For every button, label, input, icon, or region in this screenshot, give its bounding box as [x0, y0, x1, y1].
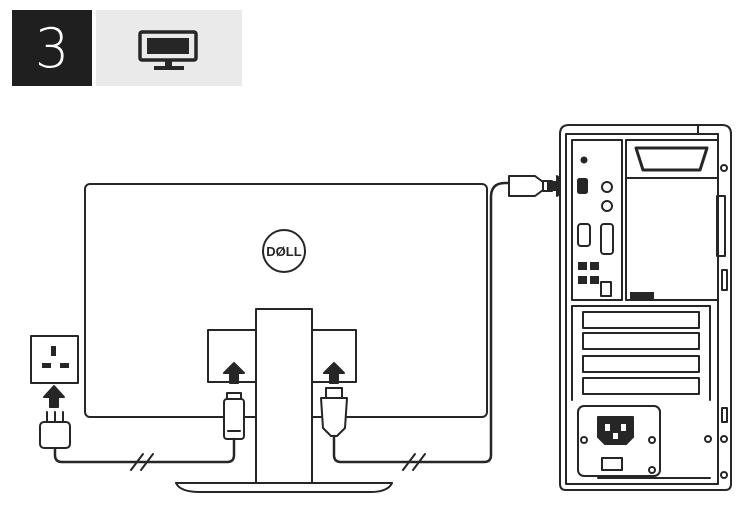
- monitor-rear: DØLL: [84, 183, 488, 493]
- step-number-badge: 3: [12, 10, 92, 86]
- arrow-up-icon: [43, 385, 65, 408]
- brand-logo-text: DØLL: [266, 244, 301, 259]
- arrow-up-icon: [223, 362, 245, 384]
- pc-tower-rear: [559, 124, 732, 491]
- arrow-right-icon: [547, 175, 570, 197]
- brand-logo: DØLL: [262, 229, 306, 273]
- hdmi-port: [577, 178, 588, 194]
- arrow-up-icon: [323, 362, 345, 384]
- header-icon-panel: [96, 10, 242, 86]
- hdmi-cable: [320, 175, 570, 471]
- monitor-icon: [138, 30, 198, 70]
- step-number: 3: [34, 16, 70, 80]
- power-cable: [39, 362, 345, 471]
- wall-socket: [30, 335, 79, 384]
